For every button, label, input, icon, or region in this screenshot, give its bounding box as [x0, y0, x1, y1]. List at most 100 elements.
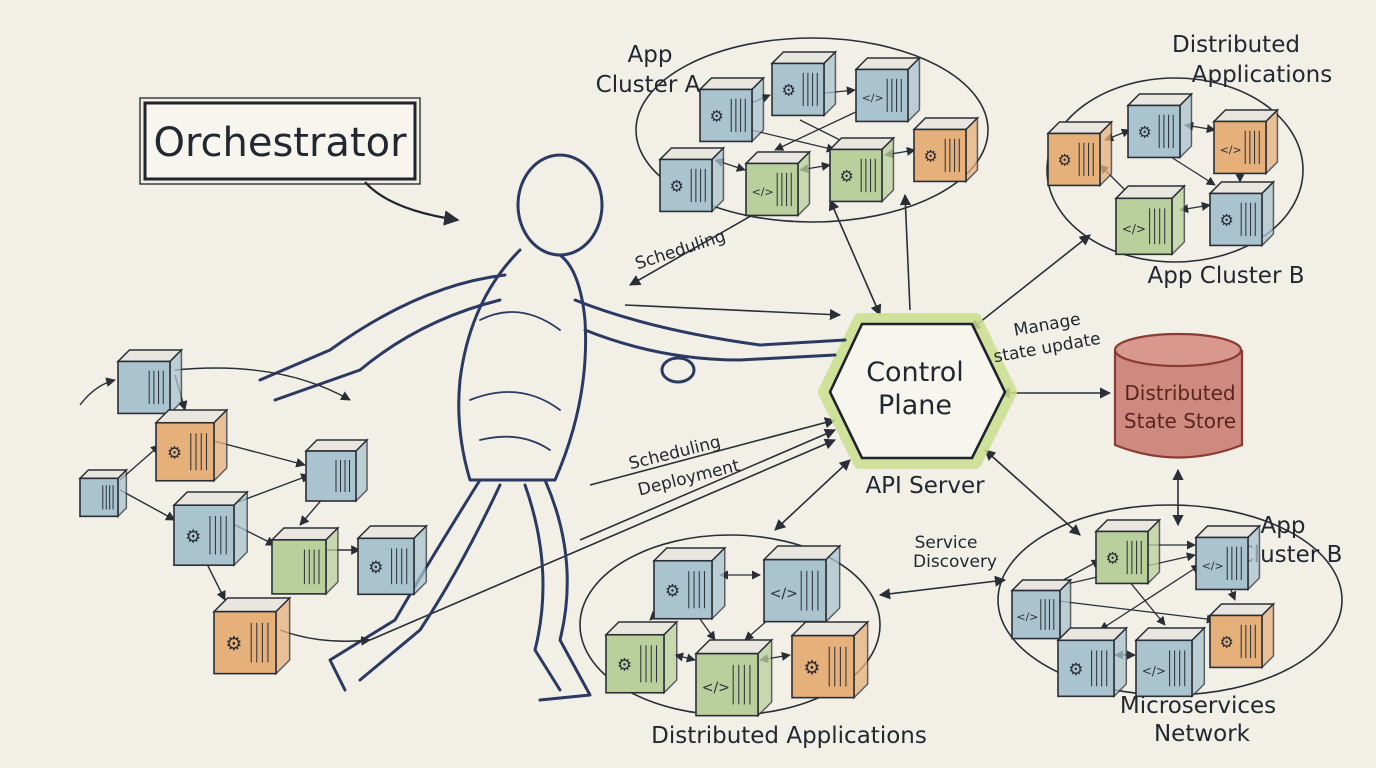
container-node: ⚙ — [212, 596, 292, 676]
state-store-line2: State Store — [1124, 409, 1236, 433]
container-node: ⚙ — [698, 76, 766, 144]
gear-icon: ⚙ — [1137, 123, 1151, 142]
container-node: ⚙ — [658, 146, 726, 214]
container-node: </> — [1212, 108, 1280, 176]
container-node: ⚙ — [912, 116, 980, 184]
gear-icon: ⚙ — [1057, 151, 1071, 170]
service-discovery-label-2: Discovery — [913, 552, 997, 572]
container-node — [116, 348, 184, 416]
code-icon: </> — [1202, 560, 1224, 573]
gear-icon: ⚙ — [368, 558, 383, 578]
control-plane-hexagon — [828, 322, 1007, 460]
code-icon: </> — [1016, 610, 1038, 623]
container-node: ⚙ — [172, 490, 250, 568]
code-icon: </> — [702, 680, 730, 696]
arrow-deployment — [579, 428, 837, 541]
container-node: </> — [1010, 578, 1073, 641]
container-nodes: ⚙ ⚙ </> ⚙ </> ⚙ ⚙ ⚙ ⚙ </> </> ⚙ ⚙ </> ⚙ </> ⚙ ⚙ </> </> ⚙ ⚙ </… — [78, 50, 1280, 718]
service-discovery-label-1: Service — [915, 533, 978, 553]
container-node: </> — [694, 638, 774, 718]
figure-head — [516, 153, 604, 257]
container-node: ⚙ — [1126, 92, 1194, 160]
gear-icon: ⚙ — [167, 444, 182, 464]
distributed-apps-top-label-2: Applications — [1192, 62, 1333, 88]
gear-icon: ⚙ — [1219, 633, 1233, 652]
control-plane-glow — [818, 313, 1017, 469]
gear-icon: ⚙ — [669, 177, 683, 196]
container-node: </> — [762, 544, 842, 624]
container-node: ⚙ — [790, 620, 870, 700]
state-store-top — [1113, 332, 1243, 368]
code-icon: </> — [770, 586, 798, 602]
app-cluster-a-label-1: App — [628, 42, 673, 68]
control-plane-line2: Plane — [878, 390, 952, 421]
app-cluster-b-top-label: App Cluster B — [1148, 263, 1305, 289]
microservices-label-1: Microservices — [1120, 693, 1276, 719]
app-cluster-b-right-label-1: App — [1261, 513, 1306, 539]
gear-icon: ⚙ — [225, 633, 242, 655]
gear-icon: ⚙ — [839, 167, 853, 186]
gear-icon: ⚙ — [1105, 549, 1119, 568]
edge — [279, 629, 371, 646]
code-icon: </> — [1122, 222, 1146, 236]
arrow-figure-cp-top — [624, 304, 842, 321]
control-plane[interactable]: Control Plane API Server — [818, 313, 1017, 499]
container-node: ⚙ — [1046, 120, 1114, 188]
title-box — [143, 101, 417, 181]
arrow-cp-micro — [984, 449, 1081, 536]
orchestrator-title: Orchestrator — [139, 97, 460, 226]
figure-arm-right-lower — [583, 328, 837, 362]
container-node: ⚙ — [1208, 602, 1276, 670]
figure-arm-left-lower — [273, 298, 502, 402]
figure-leg-right-2 — [523, 483, 562, 692]
title-arrow — [364, 181, 460, 226]
api-server-label: API Server — [865, 473, 985, 499]
gear-icon: ⚙ — [923, 147, 937, 166]
code-icon: </> — [1220, 144, 1242, 157]
arrow-cp-bottom-apps — [774, 459, 851, 531]
container-node: </> — [854, 56, 922, 124]
container-node: ⚙ — [1094, 518, 1162, 586]
distributed-apps-top-label-1: Distributed — [1172, 32, 1300, 58]
state-store[interactable]: Distributed State Store — [1113, 332, 1244, 459]
edge — [174, 367, 351, 401]
figure-leg-left — [328, 478, 482, 692]
gear-icon: ⚙ — [665, 582, 680, 602]
edge — [674, 652, 696, 663]
container-node: ⚙ — [604, 620, 679, 695]
container-node: ⚙ — [356, 524, 429, 597]
gear-icon: ⚙ — [617, 656, 632, 676]
container-node: ⚙ — [1056, 626, 1129, 699]
container-node: </> — [744, 150, 812, 218]
container-node: ⚙ — [154, 408, 229, 483]
arrow-cp-cluster-b — [969, 234, 1091, 331]
figure-leg-left-2 — [358, 483, 502, 682]
orchestrator-figure — [258, 153, 847, 702]
edge — [1099, 564, 1201, 631]
container-node — [304, 438, 369, 503]
state-store-body — [1113, 350, 1244, 459]
gear-icon: ⚙ — [1219, 211, 1233, 230]
edge — [204, 559, 226, 601]
cluster-a-outline — [635, 37, 989, 223]
arrow-scheduling-mid — [589, 417, 837, 486]
cluster-b-top-outline — [1046, 77, 1304, 263]
edge — [119, 489, 176, 521]
gear-icon: ⚙ — [803, 657, 820, 679]
container-node — [78, 468, 129, 519]
labels: App Cluster A Distributed Applications A… — [596, 32, 1343, 749]
container-node: ⚙ — [828, 136, 896, 204]
code-icon: </> — [752, 186, 774, 199]
figure-leg-right — [538, 478, 592, 702]
edge — [774, 109, 861, 151]
container-node: </> — [1114, 184, 1187, 257]
arrow-service-discovery — [878, 575, 1007, 600]
code-icon: </> — [1142, 664, 1166, 678]
gear-icon: ⚙ — [185, 526, 201, 547]
arrow-left-net-1 — [369, 438, 837, 641]
edge — [1049, 599, 1216, 624]
container-node: ⚙ — [652, 546, 727, 621]
title-box-sketch — [139, 97, 421, 185]
arrow-cp-cluster-a — [828, 198, 882, 317]
